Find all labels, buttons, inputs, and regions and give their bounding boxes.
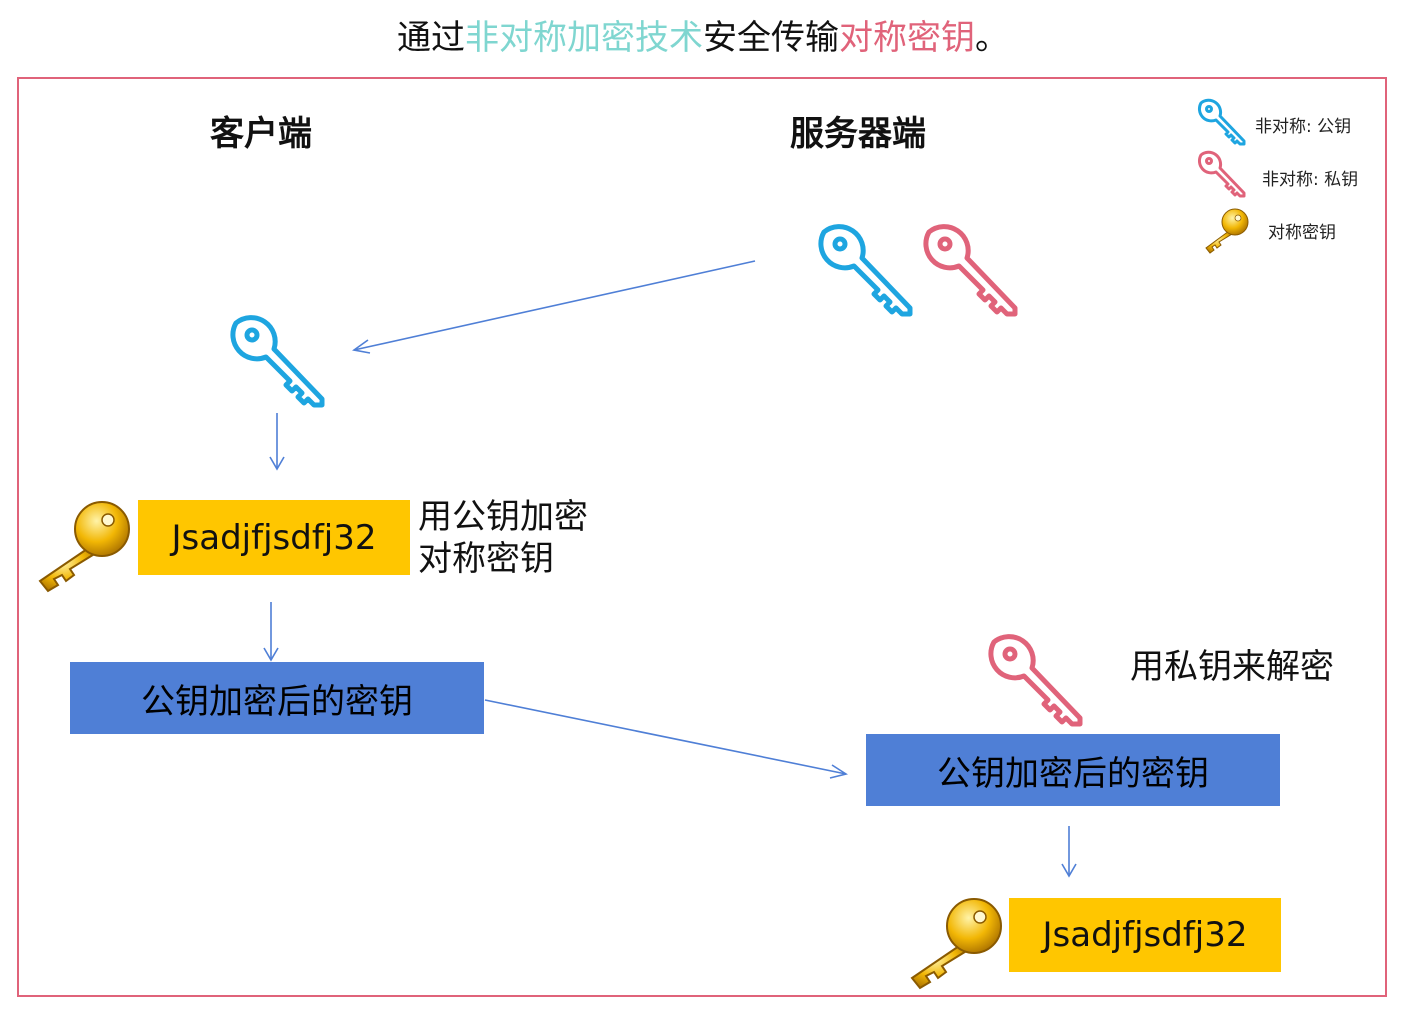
server-encrypted-key-box: 公钥加密后的密钥 (866, 734, 1280, 806)
private-key-icon (923, 224, 1018, 317)
public-key-icon (818, 224, 913, 317)
symmetric-key-icon (38, 501, 130, 593)
title-part-5: 。 (975, 18, 1009, 58)
legend-private-key-icon (1197, 150, 1246, 198)
arrow-server-to-client-pubkey (352, 260, 756, 354)
client-secret-box: Jsadjfjsdfj32 (138, 500, 410, 575)
legend-public-key-icon (1197, 98, 1246, 146)
client-encrypted-key-box: 公钥加密后的密钥 (70, 662, 484, 734)
arrow-secret-to-encrypted (263, 602, 279, 662)
private-key-icon (988, 634, 1083, 727)
server-secret-box: Jsadjfjsdfj32 (1009, 898, 1281, 972)
client-encrypt-note: 用公钥加密 对称密钥 (418, 496, 588, 580)
symmetric-key-icon (910, 898, 1002, 990)
title-part-sym: 对称密钥 (839, 18, 975, 58)
server-heading: 服务器端 (790, 114, 926, 154)
client-heading: 客户端 (210, 114, 312, 154)
title-part-1: 通过 (397, 18, 465, 58)
title-part-asym: 非对称加密技术 (465, 18, 703, 58)
arrow-decrypt-to-secret (1061, 826, 1077, 878)
public-key-icon (230, 315, 325, 408)
arrow-client-to-server-encrypted (484, 699, 848, 779)
diagram-title: 通过非对称加密技术安全传输对称密钥。 (0, 14, 1406, 62)
arrow-pubkey-to-encrypt (269, 413, 285, 471)
client-encrypt-note-line1: 用公钥加密 (418, 497, 588, 537)
legend-public-label: 非对称: 公钥 (1255, 117, 1352, 137)
title-part-3: 安全传输 (703, 18, 839, 58)
server-decrypt-note: 用私钥来解密 (1130, 647, 1334, 687)
client-encrypt-note-line2: 对称密钥 (418, 539, 554, 579)
legend-private-label: 非对称: 私钥 (1262, 170, 1359, 190)
legend-symmetric-key-icon (1205, 208, 1249, 254)
legend-symmetric-label: 对称密钥 (1268, 223, 1336, 243)
diagram-frame (17, 77, 1387, 997)
